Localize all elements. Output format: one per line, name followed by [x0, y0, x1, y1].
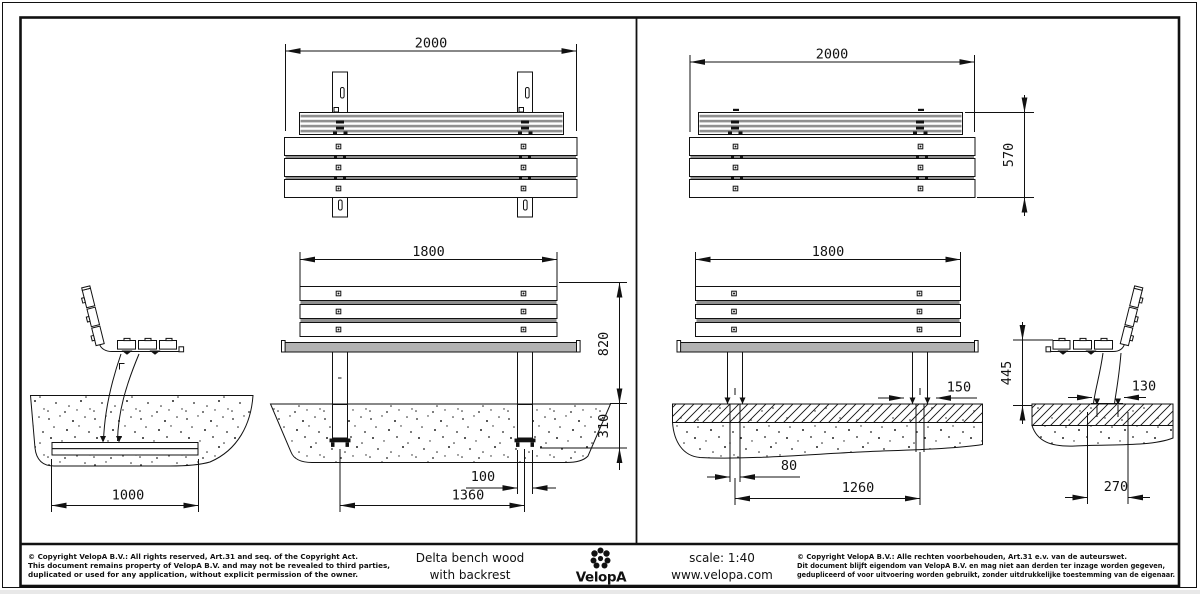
front2-backrest-slats: [695, 286, 961, 337]
side2-anchor-bolts: [1094, 398, 1121, 417]
dim-1260: 1260: [735, 480, 920, 502]
dim-label-plan-width: 2000: [415, 36, 448, 52]
dim-130: 130: [1068, 379, 1156, 401]
dim-plan2-2000: 2000: [689, 47, 975, 132]
dim-820-310: 820 310: [540, 282, 627, 470]
dim-label-anchor-spacing: 1260: [842, 480, 875, 496]
dim-label-bolt-spacing: 80: [781, 458, 797, 474]
dim-150: 150: [878, 380, 977, 401]
plan-front-posts: [332, 197, 533, 218]
copyright-en: © Copyright VelopA B.V.: All rights rese…: [28, 553, 390, 579]
scale-block: scale: 1:40 www.velopa.com: [671, 551, 773, 582]
title-block: © Copyright VelopA B.V.: All rights rese…: [28, 547, 1175, 586]
copyright-nl-line1: © Copyright VelopA B.V.: Alle rechten vo…: [797, 553, 1127, 561]
copyright-nl-line2: Dit document blijft eigendom van VelopA …: [797, 562, 1165, 570]
dim-label-seat-height: 445: [999, 361, 1015, 385]
soil-section: [671, 422, 983, 459]
ground-section: [269, 403, 612, 463]
dim-label-plate-width: 130: [1132, 379, 1156, 395]
front-backrest-slats: [299, 286, 558, 337]
dim-label-leg-width: 100: [471, 469, 495, 485]
plan2-seat-slats: [689, 137, 976, 198]
product-title: Delta bench wood with backrest: [416, 551, 525, 582]
dim-plan-2000: 2000: [285, 36, 577, 131]
left-plan-view: 2000: [284, 36, 578, 218]
right-front-view: 1800 150 80 1260: [671, 244, 1053, 505]
dim-label-depth-310: 310: [596, 414, 612, 438]
scale-label: scale: 1:40: [689, 551, 755, 565]
velopa-logo: VelopA: [576, 547, 628, 586]
copyright-nl-line3: gedupliceerd of voor uitvoering worden g…: [797, 571, 1175, 579]
dim-label-anchor-plate: 150: [947, 380, 971, 396]
right-side-view: 130 270: [1031, 285, 1174, 504]
right-plan-view: 2000 570: [689, 47, 1034, 216]
dim-1360: 1360: [339, 449, 525, 512]
side-leg: [103, 353, 140, 442]
website-label: www.velopa.com: [671, 568, 773, 582]
side2-backrest-slats: [1119, 285, 1144, 347]
dim-100: 100: [466, 450, 556, 494]
dim-label-leg-spacing: 1360: [452, 488, 485, 504]
soil-section-side: [1031, 425, 1174, 447]
dim-label-bench-depth: 570: [1001, 143, 1017, 167]
dim-front2-1800: 1800: [695, 244, 961, 286]
anchor-bolt-lines: [729, 404, 925, 505]
side2-seat-slats: [1045, 337, 1125, 355]
buried-legs: [329, 404, 536, 447]
dim-label-plate-length: 1000: [112, 488, 145, 504]
product-title-line2: with backrest: [430, 568, 511, 582]
product-title-line1: Delta bench wood: [416, 551, 525, 565]
left-front-view: 1800 820 310 100: [269, 244, 627, 512]
dim-label-plan2-width: 2000: [816, 47, 849, 63]
dim-label-footprint: 270: [1104, 479, 1128, 495]
dim-label-height-820: 820: [596, 332, 612, 356]
velopa-logo-text: VelopA: [576, 570, 627, 586]
front-legs: [332, 351, 533, 405]
left-side-view: 1000: [29, 285, 254, 512]
plan2-backrest-slats: [698, 108, 963, 135]
copyright-en-line3: duplicated or used for any application, …: [28, 571, 358, 579]
front2-seat-rail: [676, 340, 979, 357]
dim-570: 570: [965, 95, 1034, 216]
copyright-nl: © Copyright VelopA B.V.: Alle rechten vo…: [797, 553, 1175, 579]
side-base-plate: [51, 436, 199, 456]
dim-front-1800: 1800: [299, 244, 558, 286]
dim-445: 445: [999, 322, 1053, 424]
dim-80: 80: [707, 458, 800, 480]
copyright-en-line1: © Copyright VelopA B.V.: All rights rese…: [28, 553, 358, 561]
plan-seat-slats: [284, 137, 578, 198]
plan-backrest-slats: [299, 112, 564, 135]
dim-270: 270: [1065, 412, 1150, 504]
side-backrest-slats: [80, 285, 105, 347]
copyright-en-line2: This document remains property of VelopA…: [28, 562, 390, 570]
velopa-flower-icon: [590, 547, 611, 569]
side-seat-slats: [99, 337, 185, 355]
dim-label-front2-width: 1800: [812, 244, 845, 260]
dim-label-front-width: 1800: [412, 244, 445, 260]
front2-legs: [724, 351, 931, 405]
front-seat-rail: [281, 340, 581, 357]
dim-1000: 1000: [51, 459, 199, 512]
side2-leg: [1091, 352, 1123, 404]
